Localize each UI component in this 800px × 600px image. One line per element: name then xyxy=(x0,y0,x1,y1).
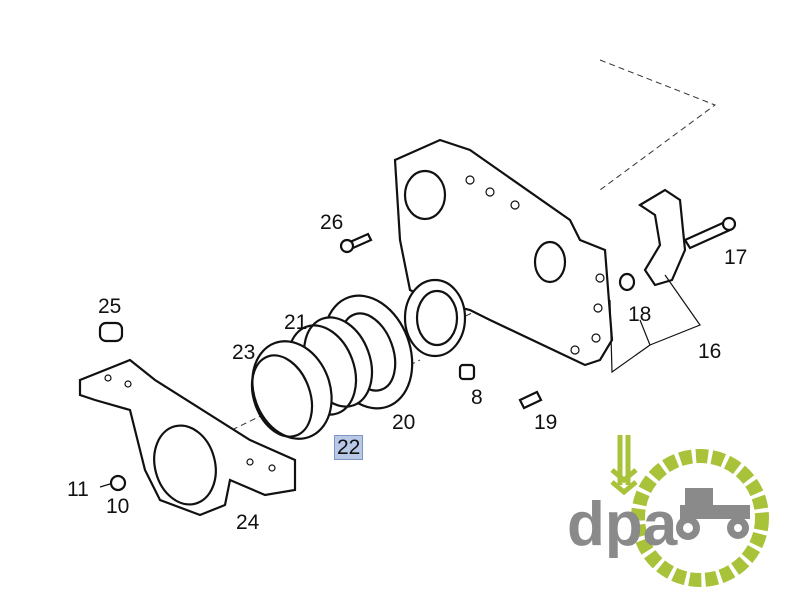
label-20[interactable]: 20 xyxy=(392,411,416,434)
dpa-logo: dpa xyxy=(567,435,769,587)
label-25[interactable]: 25 xyxy=(98,295,122,318)
support-24 xyxy=(78,358,297,517)
label-10[interactable]: 10 xyxy=(106,495,130,518)
label-22-highlighted[interactable]: 22 xyxy=(334,435,364,460)
housing xyxy=(393,138,614,367)
nut-18 xyxy=(618,272,636,292)
svg-text:dpa: dpa xyxy=(567,490,678,559)
bracket-16 xyxy=(637,188,687,287)
label-11[interactable]: 11 xyxy=(67,478,89,501)
label-17[interactable]: 17 xyxy=(724,246,748,269)
label-26[interactable]: 26 xyxy=(320,211,344,234)
label-16[interactable]: 16 xyxy=(698,340,722,363)
label-24[interactable]: 24 xyxy=(236,511,260,534)
label-23[interactable]: 23 xyxy=(232,341,256,364)
bushing-25 xyxy=(98,321,124,343)
label-18[interactable]: 18 xyxy=(628,303,652,326)
label-19[interactable]: 19 xyxy=(534,411,558,434)
label-21[interactable]: 21 xyxy=(284,311,308,334)
label-8[interactable]: 8 xyxy=(471,386,483,409)
